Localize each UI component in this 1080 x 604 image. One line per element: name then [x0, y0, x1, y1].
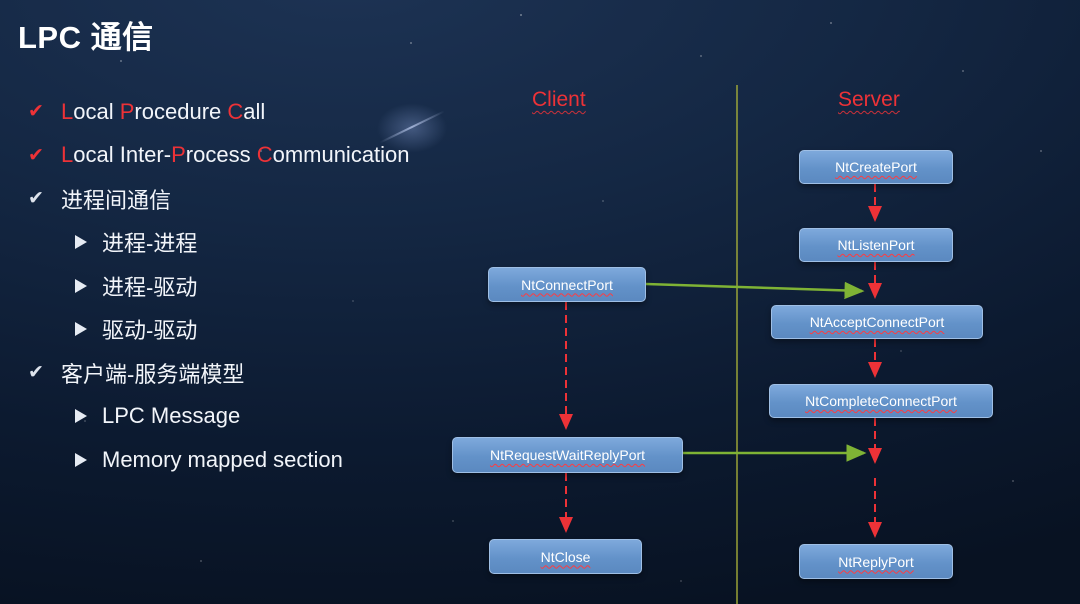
diagram-box-label: NtReplyPort	[838, 553, 914, 570]
bullet-list: ✔ Local Procedure Call ✔ Local Inter-Proces…	[28, 90, 410, 482]
page-title: LPC 通信	[18, 20, 154, 55]
check-icon: ✔	[28, 101, 44, 123]
diagram-box-ntclose: NtClose	[489, 539, 642, 574]
diagram-box-label: NtConnectPort	[521, 276, 613, 293]
bullet-item: ✔ 进程间通信	[28, 177, 410, 221]
diagram-box-ntconnectport: NtConnectPort	[488, 267, 646, 302]
diagram-box-ntacceptconnectport: NtAcceptConnectPort	[771, 305, 983, 339]
diagram-box-label: NtCreatePort	[835, 159, 917, 175]
bullet-text: 进程间通信	[61, 187, 172, 213]
bullet-item: 进程-进程	[28, 221, 410, 265]
check-icon: ✔	[28, 362, 44, 384]
client-column-header: Client	[532, 88, 586, 111]
diagram-box-ntlistenport: NtListenPort	[799, 228, 953, 262]
diagram-box-label: NtRequestWaitReplyPort	[489, 447, 646, 463]
diagram-box-label: NtAcceptConnectPort	[809, 314, 945, 330]
bullet-text: Local Inter-Process Communication	[61, 142, 410, 168]
bullet-item: 驱动-驱动	[28, 308, 410, 352]
bullet-text: 客户端-服务端模型	[61, 361, 245, 387]
diagram-box-label: NtClose	[540, 548, 591, 565]
diagram-box-ntcompleteconnectport: NtCompleteConnectPort	[769, 384, 993, 418]
arrow-connectport-acceptconnectport	[645, 281, 865, 300]
bullet-text: Memory mapped section	[102, 446, 343, 472]
diagram-box-ntrequestwaitreplyport: NtRequestWaitReplyPort	[452, 437, 683, 473]
diagram-box-ntcreateport: NtCreatePort	[799, 150, 953, 184]
arrowhead-icon	[75, 322, 87, 337]
server-column-header: Server	[838, 88, 900, 111]
bullet-text: Local Procedure Call	[61, 98, 266, 124]
arrowhead-icon	[75, 452, 87, 467]
bullet-text: 进程-驱动	[102, 274, 198, 300]
bullet-item: ✔ 客户端-服务端模型	[28, 351, 410, 395]
check-icon: ✔	[28, 144, 44, 166]
diagram-box-ntreplyport: NtReplyPort	[799, 544, 953, 579]
arrowhead-icon	[75, 409, 87, 424]
bullet-item: LPC Message	[28, 395, 410, 439]
bullet-item: ✔ Local Inter-Process Communication	[28, 134, 410, 178]
arrowhead-icon	[75, 278, 87, 293]
bullet-item: Memory mapped section	[28, 438, 410, 482]
diagram-box-label: NtCompleteConnectPort	[805, 393, 957, 409]
diagram-box-label: NtListenPort	[837, 237, 915, 253]
bullet-text: 驱动-驱动	[102, 318, 198, 344]
bullet-item: ✔ Local Procedure Call	[28, 90, 410, 134]
bullet-text: 进程-进程	[102, 231, 198, 257]
bullet-item: 进程-驱动	[28, 264, 410, 308]
check-icon: ✔	[28, 188, 44, 210]
arrowhead-icon	[75, 235, 87, 250]
bullet-text: LPC Message	[102, 403, 241, 429]
